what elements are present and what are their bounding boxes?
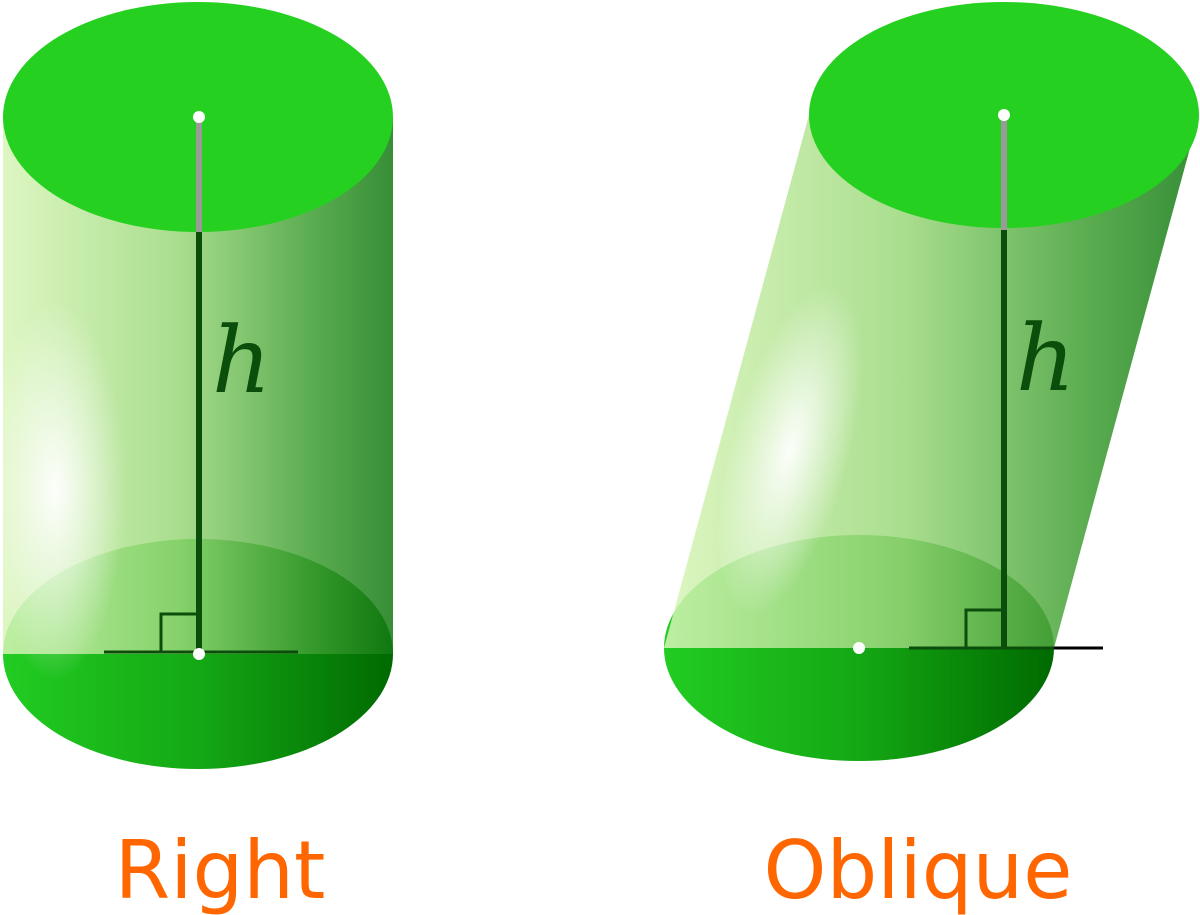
right-angle-mark [964, 608, 1004, 648]
right-label: Right [115, 824, 326, 915]
oblique-label: Oblique [764, 824, 1073, 915]
right-angle-mark [159, 612, 198, 652]
height-label: h [1016, 305, 1075, 412]
highlight [717, 285, 863, 615]
bottom-center-point [193, 648, 205, 660]
top-center-point [998, 109, 1010, 121]
bottom-center-point [853, 642, 865, 654]
oblique-cylinder: h Oblique [664, 2, 1199, 915]
right-cylinder: h Right [0, 2, 393, 915]
height-label: h [212, 307, 271, 414]
top-center-point [193, 111, 205, 123]
highlight [0, 300, 125, 680]
